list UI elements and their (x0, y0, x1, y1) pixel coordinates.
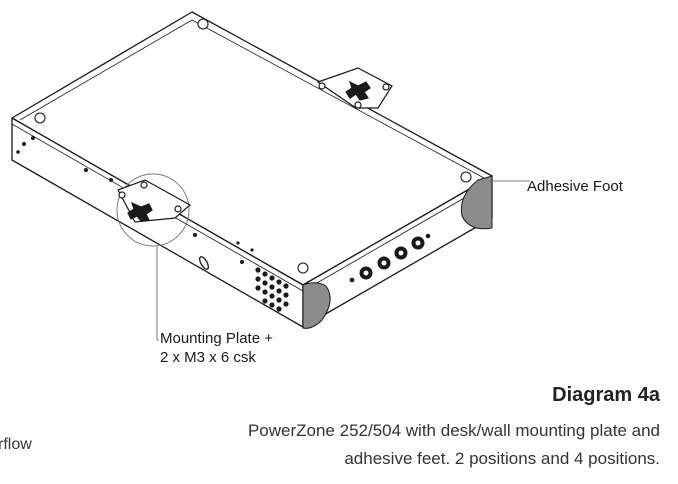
top-hole-front (297, 262, 309, 274)
mounting-plate-detail-circle (116, 173, 190, 247)
caption-line-2: adhesive feet. 2 positions and 4 positio… (344, 449, 660, 468)
vent-grille (255, 267, 289, 312)
mounting-plate-leader (156, 246, 159, 341)
cropped-airflow-text: rflow (0, 436, 32, 453)
mounting-plate-label-line2: 2 x M3 x 6 csk (160, 349, 256, 366)
top-hole-right (460, 171, 472, 183)
top-hole-left (34, 112, 46, 124)
mounting-plate-label: Mounting Plate + 2 x M3 x 6 csk (160, 329, 273, 367)
top-hole-rear (197, 18, 209, 30)
mounting-plate-front (117, 179, 192, 223)
mounting-plate-label-line1: Mounting Plate + (160, 330, 273, 347)
mounting-plate-rear (316, 67, 393, 109)
caption-line-1: PowerZone 252/504 with desk/wall mountin… (247, 421, 660, 440)
diagram-caption: PowerZone 252/504 with desk/wall mountin… (248, 417, 660, 473)
front-knobs (349, 233, 431, 283)
adhesive-foot-front-left (302, 282, 331, 329)
adhesive-foot-label: Adhesive Foot (527, 178, 623, 195)
adhesive-foot-front-right (460, 175, 493, 230)
diagram-title: Diagram 4a (552, 384, 660, 406)
